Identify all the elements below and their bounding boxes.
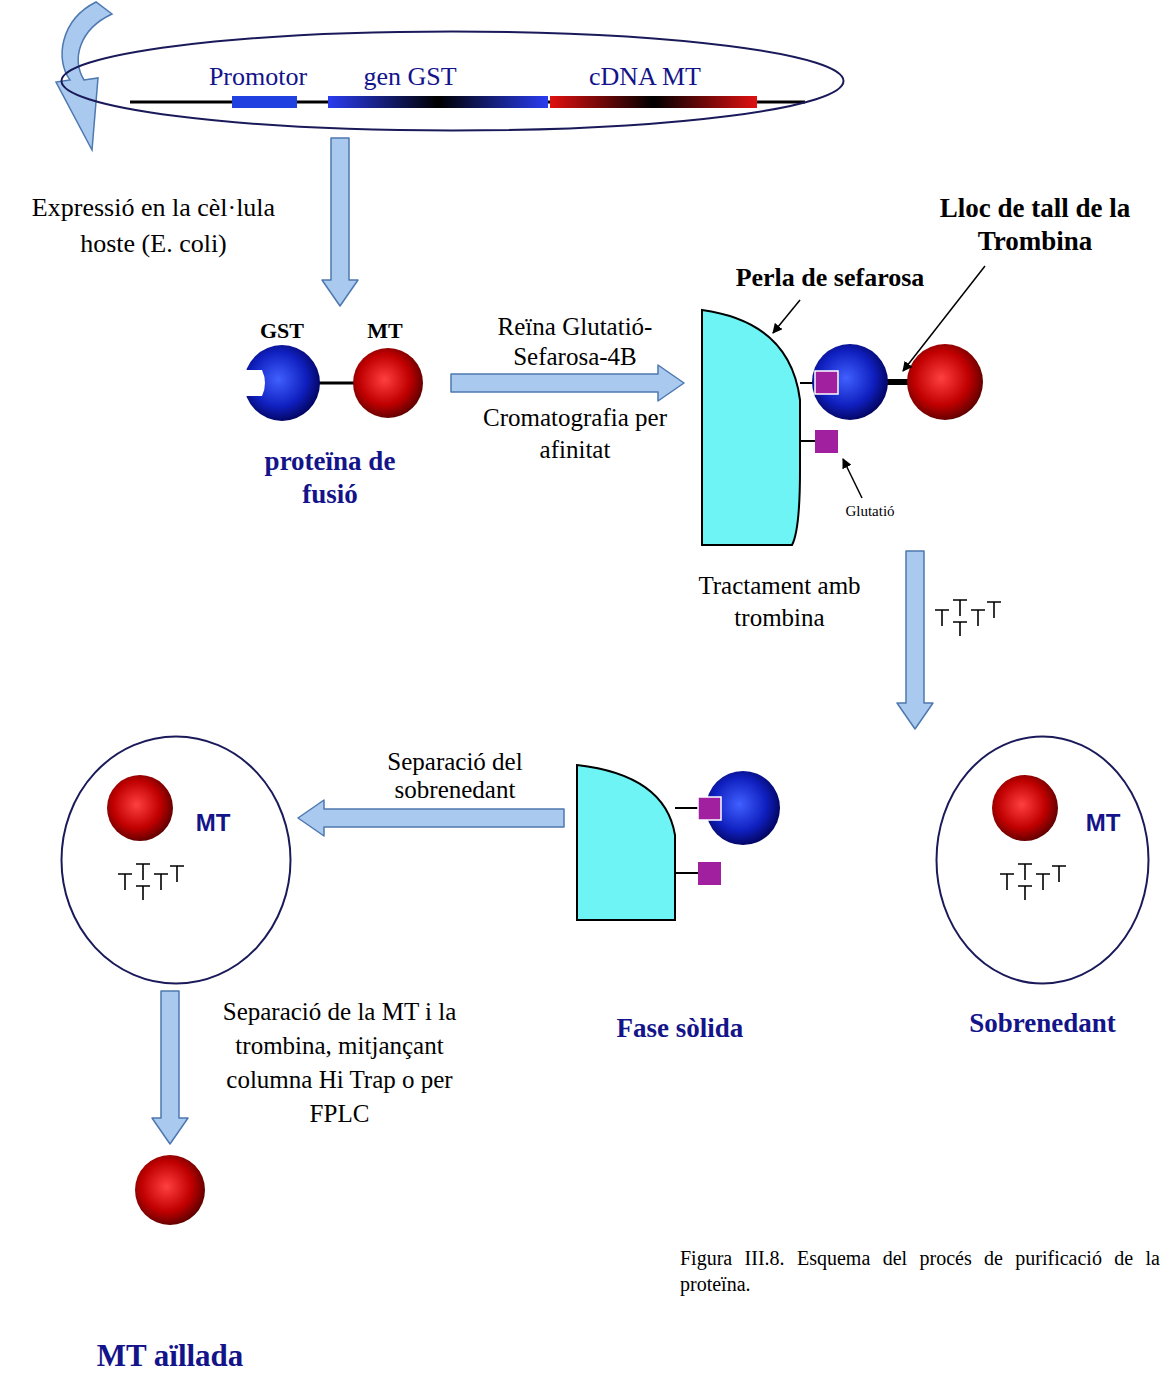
node-title: Sobrenedant: [920, 1007, 1165, 1040]
node-title: Fase sòlida: [570, 1012, 790, 1045]
domain-label: MT: [355, 318, 415, 344]
callout-label: Glutatió: [830, 502, 910, 520]
glutathione-square: [815, 430, 838, 453]
gst-sphere: [812, 344, 888, 420]
thrombin-symbols: [118, 864, 184, 900]
mt-sphere: [107, 775, 173, 841]
gene-label: Promotor: [188, 61, 328, 92]
ellipse-shape: [937, 737, 1149, 984]
ellipse-shape: [62, 737, 291, 984]
callout-label: Lloc de tall de la Trombina: [930, 192, 1140, 258]
leader-line: [843, 459, 862, 498]
mt-sphere: [353, 348, 423, 418]
gst-notch: [240, 370, 265, 396]
process-arrow: [298, 800, 564, 836]
thrombin-symbols: [935, 600, 1001, 636]
mt-sphere: [907, 344, 983, 420]
ellipse-outline: [935, 735, 1150, 985]
figure-caption: Figura III.8. Esquema del procés de puri…: [680, 1245, 1160, 1297]
tether: [675, 807, 700, 809]
protein-label: MT: [1078, 809, 1128, 837]
annotation: Cromatografia per afinitat: [460, 402, 690, 466]
bound-complex: Perla de sefarosaLloc de tall de la Trom…: [690, 190, 1160, 545]
plasmid: Promotorgen GST cDNA MT: [60, 30, 845, 132]
edge-label: Tractament amb trombina: [672, 570, 887, 634]
callout-label: Perla de sefarosa: [730, 263, 930, 293]
domain-label: GST: [252, 318, 312, 344]
node-title: MT aïllada: [60, 1338, 280, 1374]
gene-label: cDNA MT: [565, 61, 725, 92]
supernatant: MTSobrenedant: [935, 735, 1150, 985]
mt-sphere: [992, 775, 1058, 841]
process-arrow: [152, 991, 188, 1144]
gst-gene-bar: [328, 96, 548, 108]
mt-cdna-bar: [550, 96, 757, 108]
linker: [318, 382, 356, 385]
mt-sphere: [135, 1155, 205, 1225]
sepharose-bead: [577, 765, 675, 920]
sepharose-bead: [702, 310, 800, 545]
leader-line: [773, 300, 800, 333]
tether: [675, 872, 700, 874]
process-arrow: [451, 365, 684, 401]
promoter-bar: [232, 96, 297, 108]
edge-label: Expressió en la cèl·lula hoste (E. coli): [6, 190, 301, 262]
solid-phase: Fase sòlida: [570, 760, 790, 1050]
node-title: proteïna de fusió: [245, 445, 415, 511]
thrombin-symbols: [1000, 864, 1066, 900]
glutathione-square: [815, 371, 838, 394]
glutathione-square: [698, 862, 721, 885]
gene-label: gen GST: [330, 61, 490, 92]
isolated-mt: MT aïllada: [60, 1150, 280, 1385]
ellipse-outline: [60, 735, 292, 985]
fusion-protein: GST MT proteïna de fusió: [215, 312, 445, 517]
ellipse-shape: [62, 32, 844, 131]
edge-label: Separació de la MT i la trombina, mitjan…: [212, 995, 467, 1131]
separated-supernatant: MT: [60, 735, 292, 985]
protein-label: MT: [188, 809, 238, 837]
process-arrow: [322, 138, 358, 306]
edge-label: Reïna Glutatió-Sefarosa-4B: [460, 312, 690, 372]
glutathione-square: [698, 797, 721, 820]
process-arrow: [897, 551, 933, 729]
edge-label: Separació del sobrenedant: [360, 748, 550, 804]
